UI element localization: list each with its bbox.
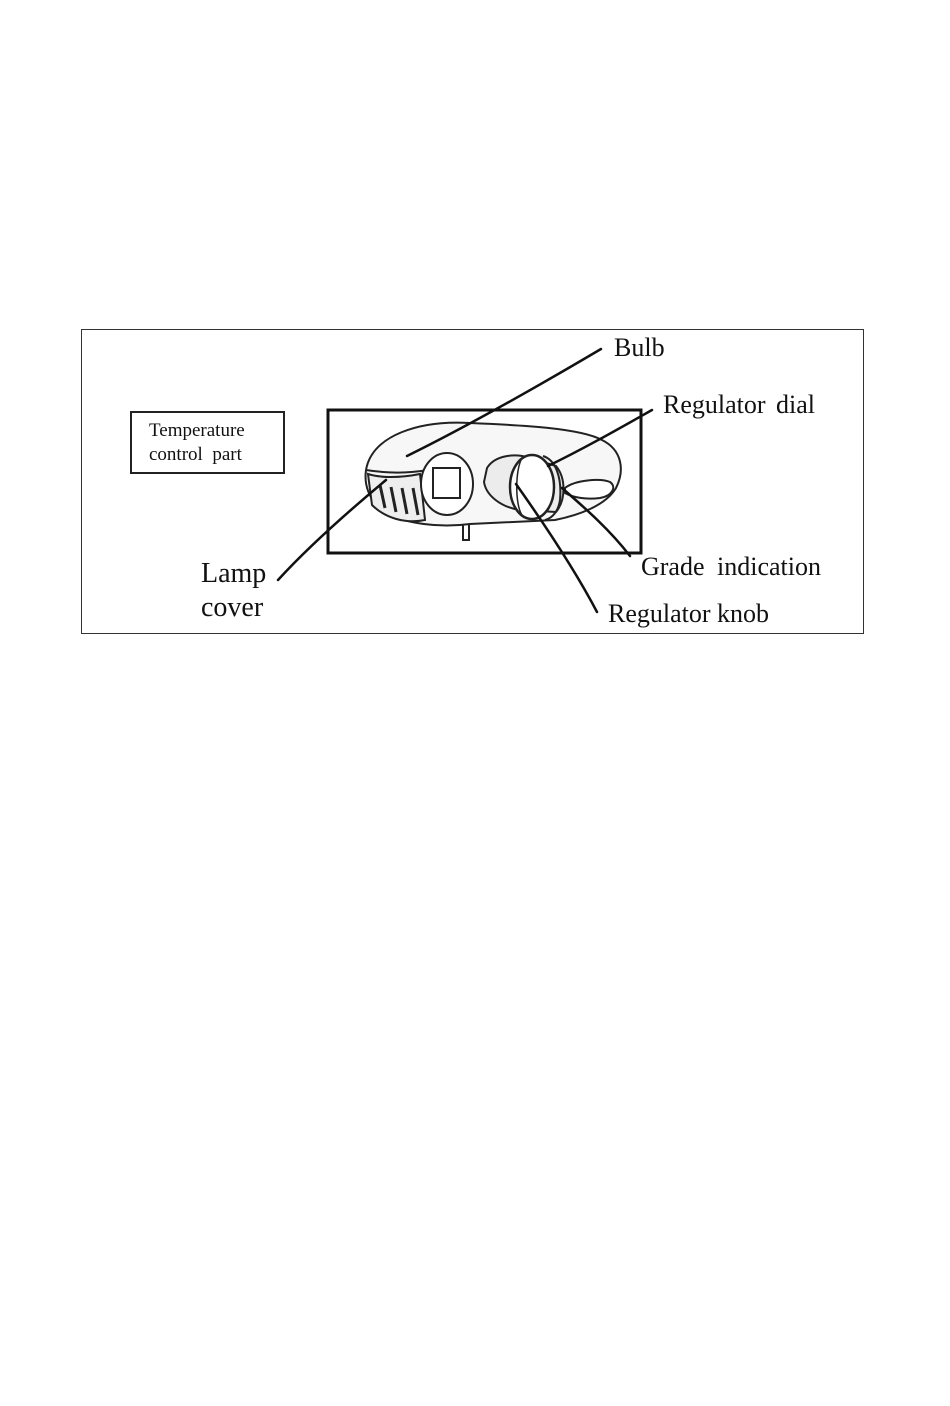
lamp-cover-label: Lamp cover xyxy=(201,557,266,625)
grade-indication-label: Grade indication xyxy=(641,552,821,582)
stem xyxy=(463,524,469,540)
leader-lamp-cover xyxy=(278,480,386,580)
bulb-window xyxy=(433,468,460,498)
regulator-dial-label: Regulator dial xyxy=(663,390,815,420)
temperature-control-part-label: Temperature control part xyxy=(149,419,245,467)
device-illustration xyxy=(366,423,621,540)
regulator-knob-label: Regulator knob xyxy=(608,599,769,629)
temperature-control-part-box: Temperature control part xyxy=(130,411,285,474)
bulb-label: Bulb xyxy=(614,333,665,363)
